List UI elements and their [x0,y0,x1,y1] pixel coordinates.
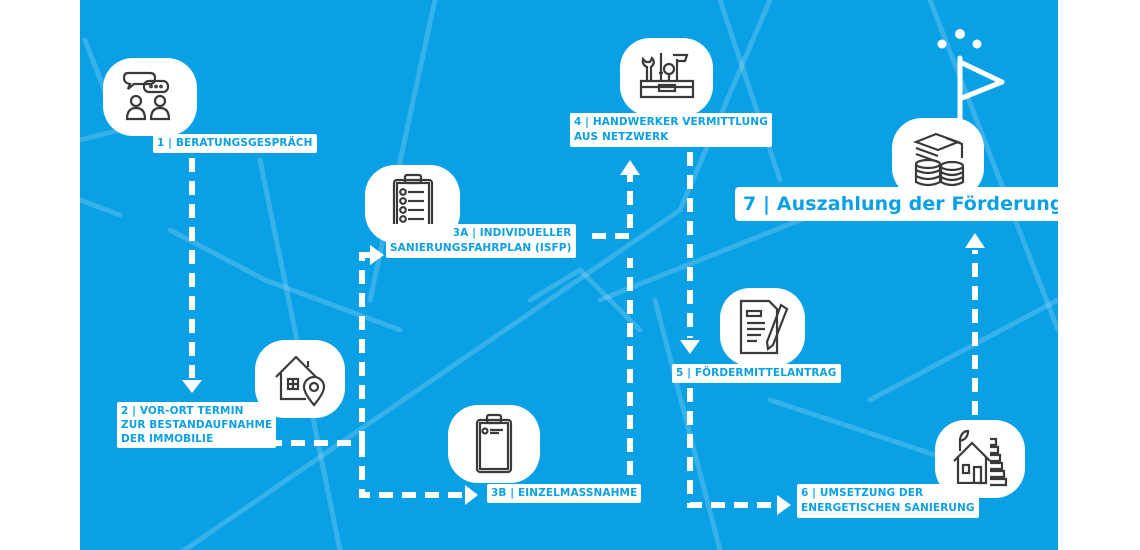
consultation-icon [122,71,171,121]
step-4-label: 4 | HANDWERKER VERMITTLUNG AUS NETZWERK [570,113,772,147]
step-6-label: 6 | UMSETZUNG DER ENERGETISCHEN SANIERUN… [797,484,979,518]
step-3a-label: 3A | INDIVIDUELLER SANIERUNGSFAHRPLAN (I… [386,224,576,258]
flow-connectors [182,29,1005,515]
flag-icon [937,29,1005,123]
step-3b-icon-card [448,405,540,483]
arrow-up [620,160,640,175]
connector-5-6 [687,388,777,508]
energy-house-icon [953,429,1008,487]
step-2-label: 2 | VOR-ORT TERMIN ZUR BESTANDAUFNAHME D… [117,402,277,448]
step-label-line: 5 | FÖRDERMITTELANTRAG [676,367,837,379]
step-label-line: 3B | EINZELMASSNAHME [491,487,638,499]
step-5-icon-card [720,288,805,366]
arrow-down [680,340,700,354]
arrow-right [777,495,791,515]
document-pen-icon [739,299,788,355]
house-location-icon [275,355,326,407]
step-label-line: 1 | BERATUNGSGESPRÄCH [157,137,313,149]
arrow-down [182,380,202,393]
step-3b-label: 3B | EINZELMASSNAHME [487,484,642,503]
arrow-right [370,245,384,265]
connector-2-3 [222,252,370,446]
step-label-line: ENERGETISCHEN SANIERUNG [801,502,975,514]
step-1-icon-card [103,58,197,136]
connector-2-3b [359,443,465,498]
clipboard-icon [475,413,513,474]
checklist-clipboard-icon [392,173,433,234]
step-7-label: 7 | Auszahlung der Förderung [735,187,1058,221]
step-label-line: SANIERUNGSFAHRPLAN (ISFP) [390,242,572,254]
arrow-right [465,485,478,505]
step-1-label: 1 | BERATUNGSGESPRÄCH [153,134,317,153]
step-5-label: 5 | FÖRDERMITTELANTRAG [672,364,841,383]
step-label-line: 7 | Auszahlung der Förderung [743,193,1058,215]
step-label-line: ZUR BESTANDAUFNAHME [121,419,273,431]
step-label-line: 2 | VOR-ORT TERMIN [121,405,244,417]
step-label-line: 6 | UMSETZUNG DER [801,487,924,499]
step-label-line: AUS NETZWERK [574,131,669,143]
step-label-line: 3A | INDIVIDUELLER [452,227,572,239]
toolbox-icon [639,53,694,99]
process-panel: 1 | BERATUNGSGESPRÄCH 2 | VOR-ORT TERMIN… [80,0,1058,550]
step-4-icon-card [620,38,713,116]
step-label-line: DER IMMOBILIE [121,433,214,445]
connector-3a-4 [592,175,633,239]
arrow-up [965,233,985,248]
step-7-icon-card [892,118,984,198]
money-icon [912,132,965,187]
step-label-line: 4 | HANDWERKER VERMITTLUNG [574,116,768,128]
